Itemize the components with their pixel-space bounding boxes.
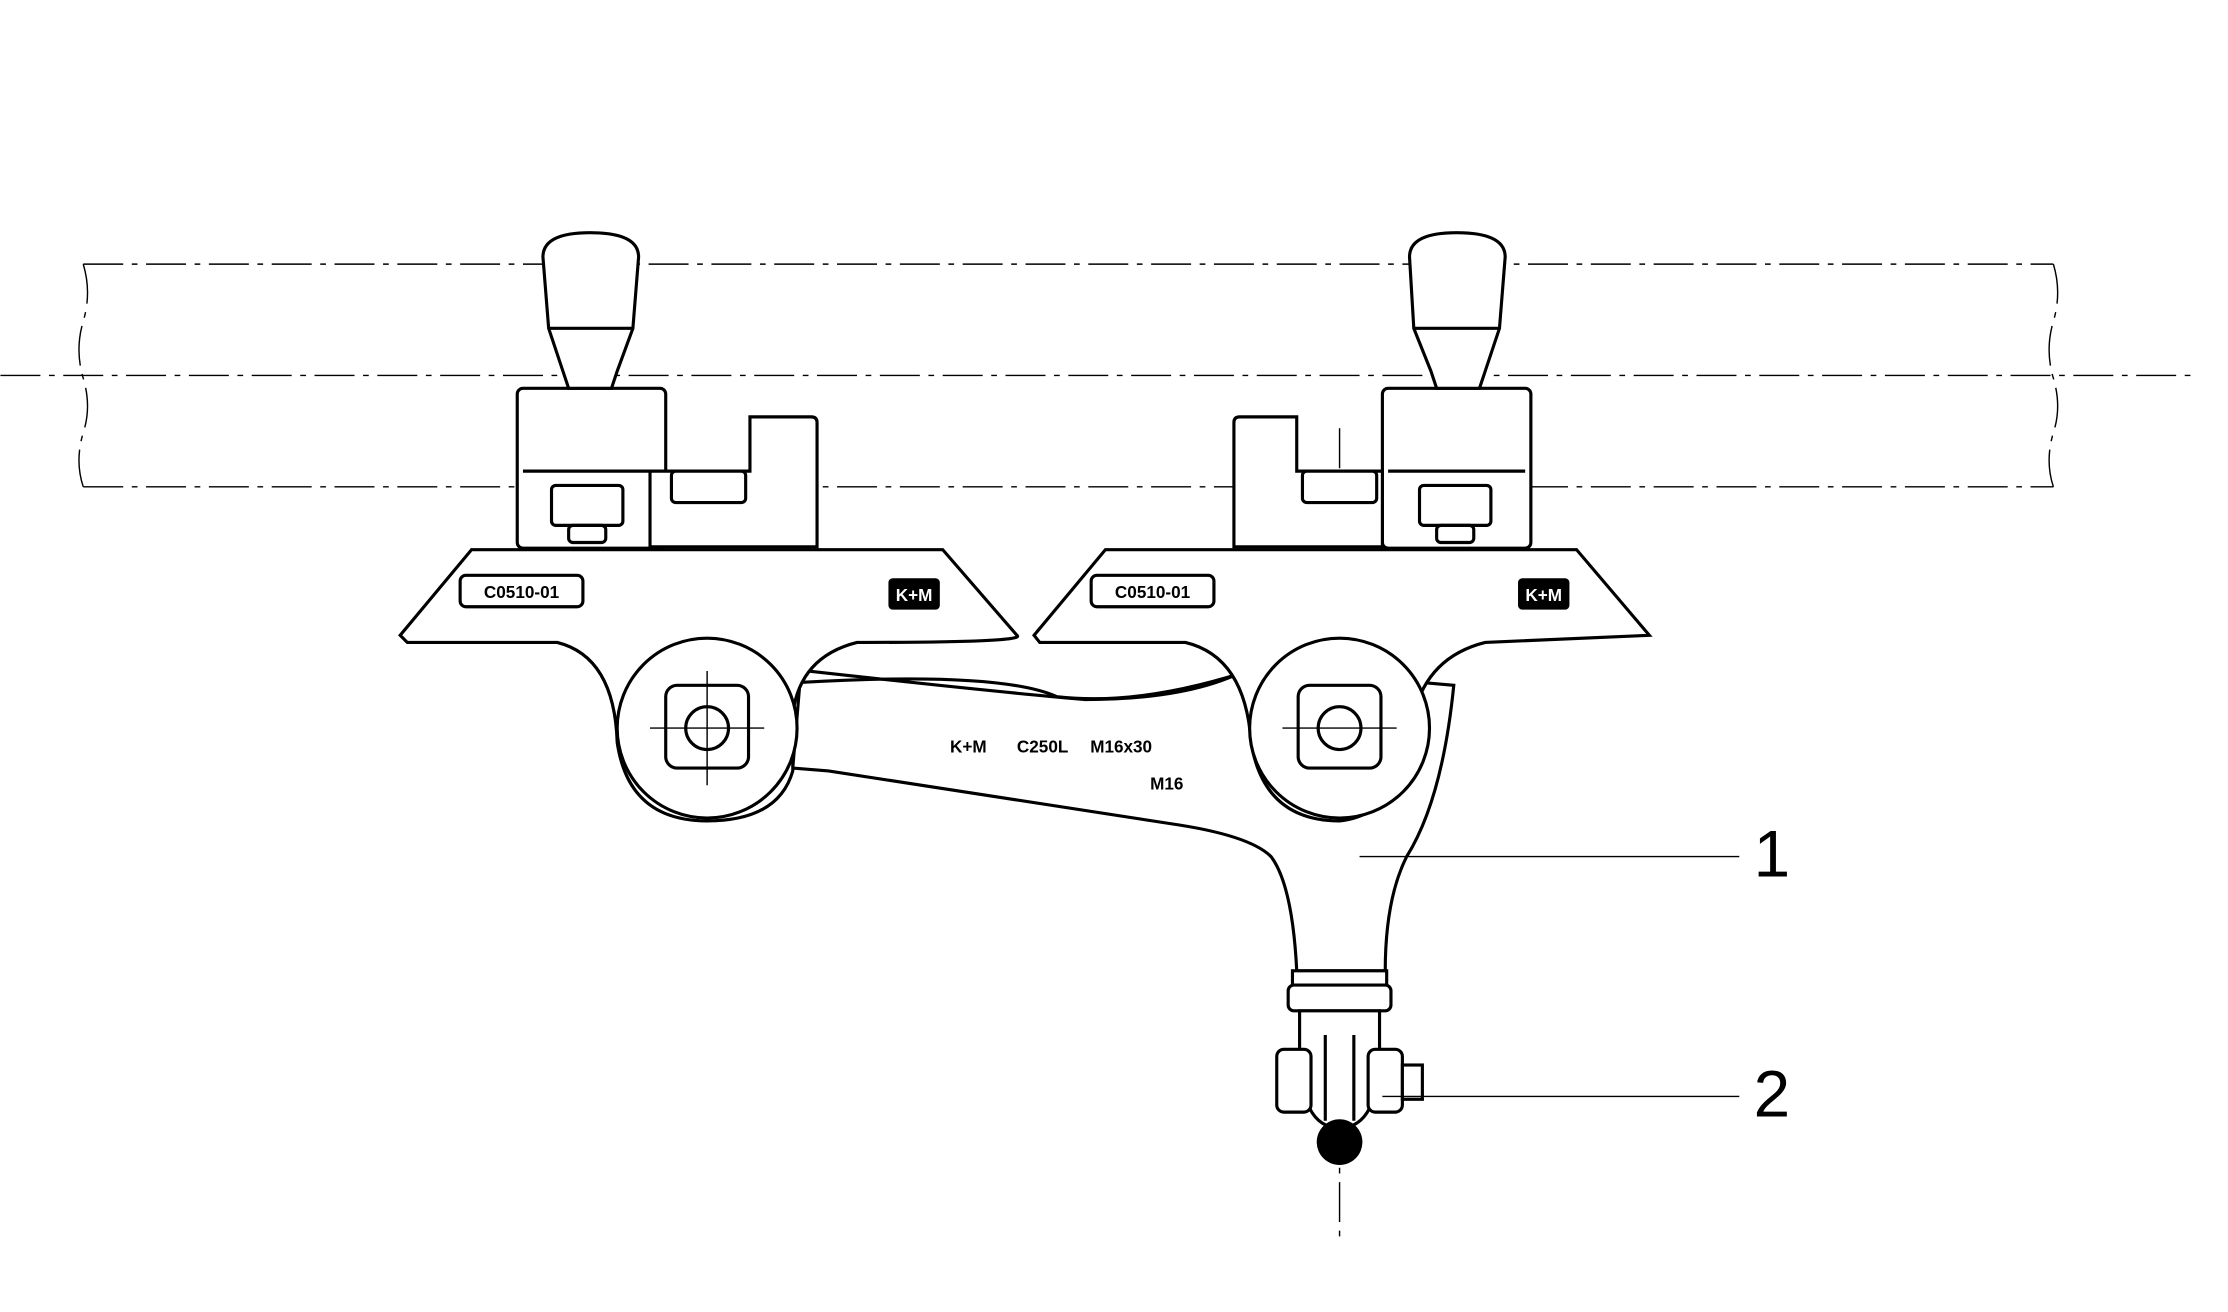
callout-1: 1	[1359, 818, 1791, 891]
cable-clamp	[1275, 969, 1424, 1165]
svg-text:2: 2	[1754, 1057, 1791, 1130]
plate-marking: C0510-01	[484, 582, 560, 602]
arm-marking: K+M	[950, 736, 987, 756]
arm-marking: C250L	[1017, 736, 1068, 756]
logo-mark: K+M	[1525, 585, 1562, 605]
right-clamp: C0510-01 K+M	[1032, 231, 1653, 823]
plate-marking: C0510-01	[1115, 582, 1191, 602]
logo-mark: K+M	[896, 585, 933, 605]
svg-text:1: 1	[1754, 818, 1791, 891]
arm-marking: M16	[1150, 773, 1183, 793]
rail-outline	[78, 263, 2059, 488]
left-clamp: C0510-01 K+M	[398, 231, 1020, 823]
callout-2: 2	[1382, 1057, 1790, 1130]
arm-marking: M16x30	[1090, 736, 1152, 756]
